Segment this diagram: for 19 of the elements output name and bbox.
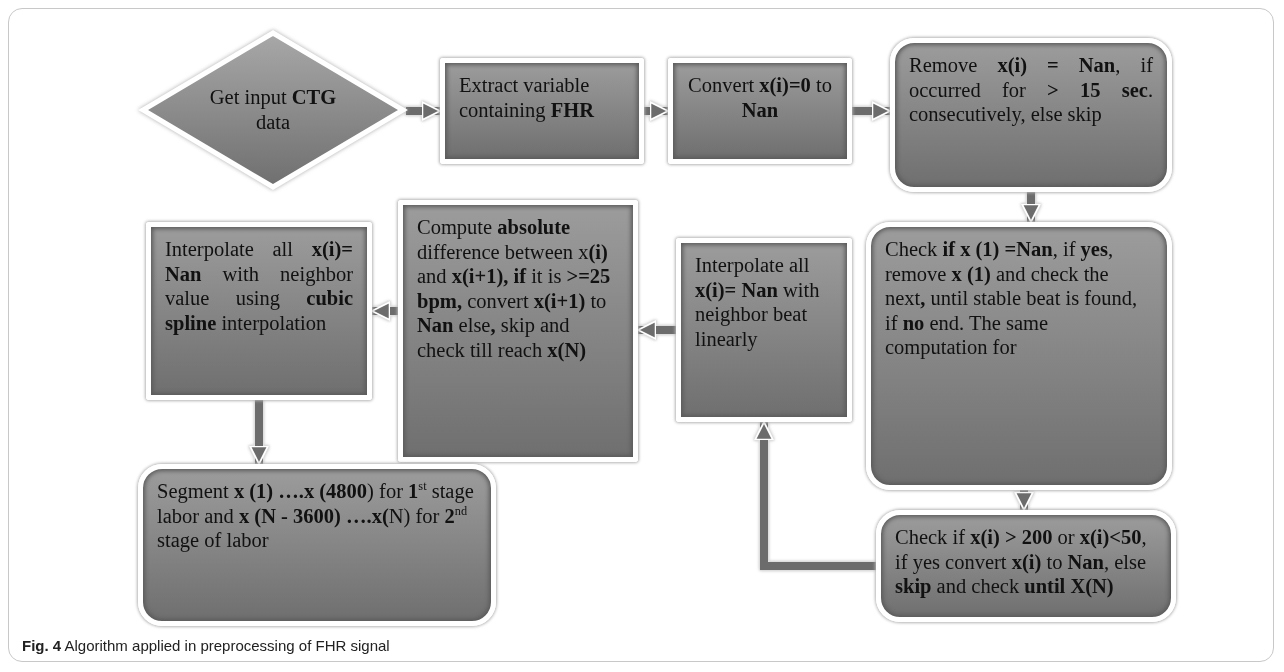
node-text: Check if x(i) > 200 or x(i)<50, if yes convert x(i) to Nan, else skip and check until X(N)	[895, 525, 1148, 599]
block-arrow	[371, 301, 398, 321]
block-arrow	[754, 421, 876, 570]
node-text: Interpolate all x(i)= Nan with neighbor beat linearly	[695, 253, 821, 352]
node-text: Convert x(i)=0 to Nan	[687, 73, 833, 123]
block-arrow	[1014, 490, 1034, 511]
node-text: Interpolate all x(i)= Nan with neighbor value using cubic spline interpolation	[165, 237, 353, 336]
block-arrow	[1021, 192, 1041, 223]
block-arrow	[637, 320, 676, 340]
node-text: Compute absolute difference between x(i) and x(i+1), if it is >=25 bpm, convert x(i+1) to Nan else, skip and check till reach x(N)	[417, 215, 612, 363]
block-arrow	[644, 101, 669, 121]
node-text: Extract variable containing FHR	[459, 73, 596, 123]
block-arrow	[852, 101, 891, 121]
figure-caption: Fig. 4 Algorithm applied in preprocessing of FHR signal	[22, 637, 390, 654]
node-text: Get input CTG data	[208, 85, 338, 135]
block-arrow	[249, 400, 269, 465]
node-text: Remove x(i) = Nan, if occurred for > 15 sec. consecutively, else skip	[909, 53, 1153, 127]
node-text: Segment x (1) ….x (4800) for 1$^{st}$ stage labor and x (N - 3600) ….x(N) for 2$^{nd}$ stage of labor	[157, 479, 475, 553]
node-text: Check if x (1) =Nan, if yes, remove x (1) and check the next, until stable beat is found, if no end. The same computation for	[885, 237, 1139, 360]
